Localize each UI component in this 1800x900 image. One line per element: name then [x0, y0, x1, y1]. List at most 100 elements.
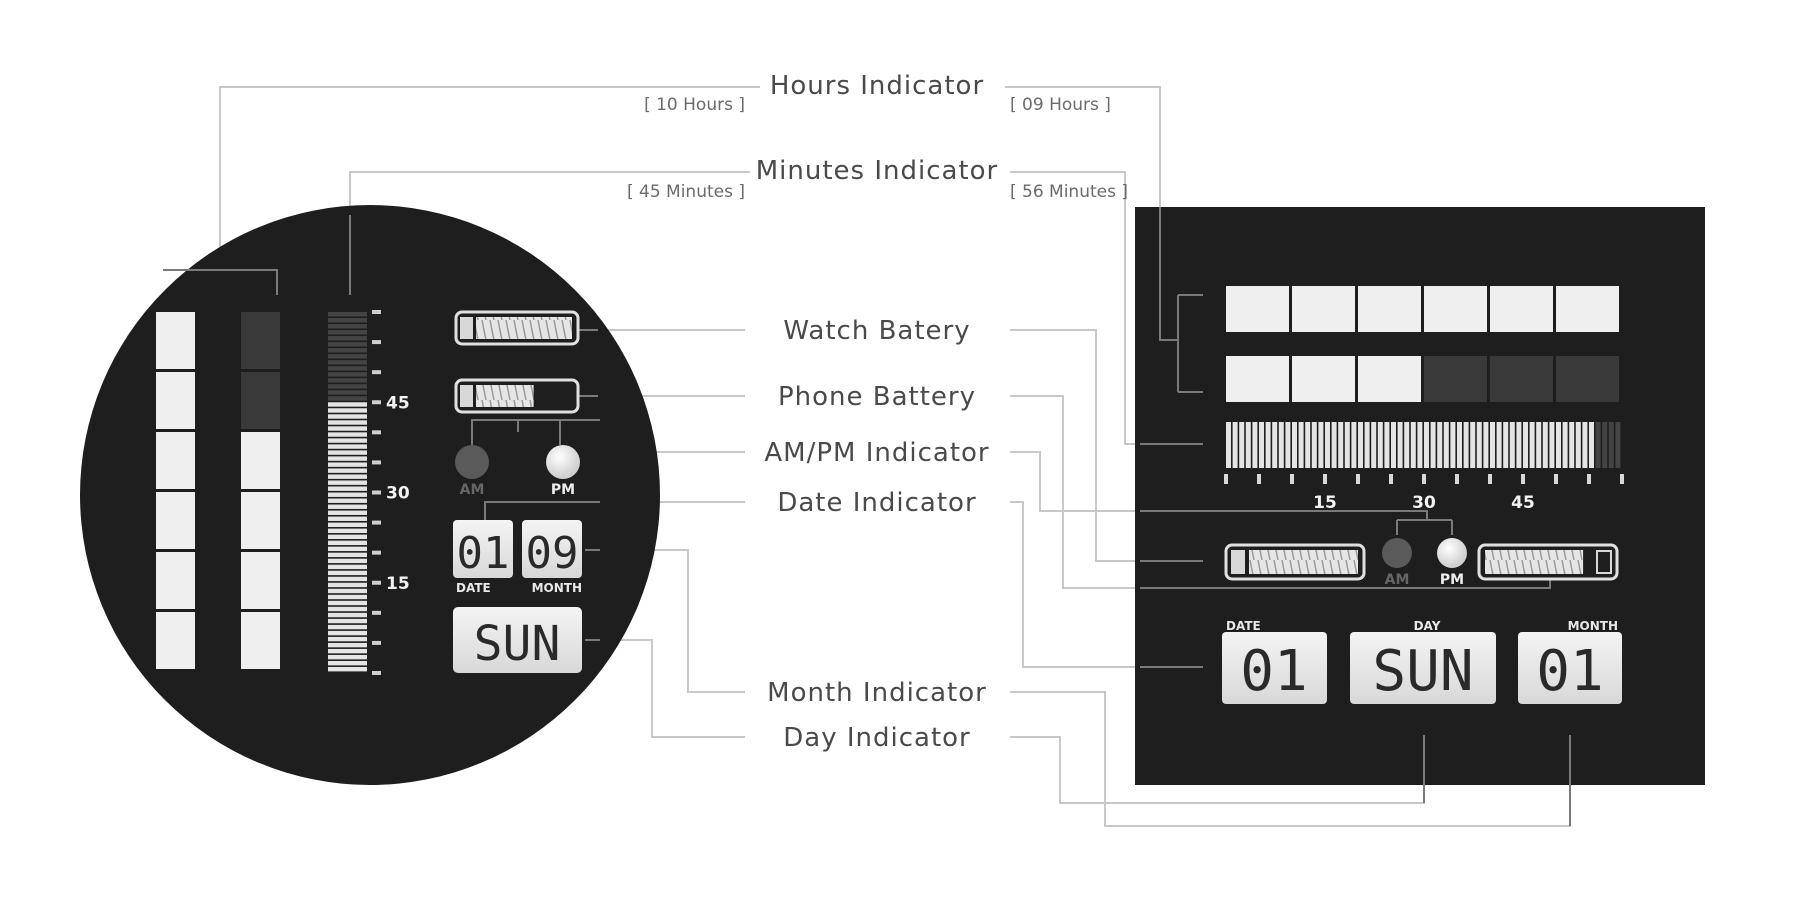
square-hour-cell	[1292, 286, 1355, 332]
round-phone-battery	[454, 378, 580, 414]
round-minute-tick-label: 45	[386, 393, 410, 413]
square-hour-cell	[1358, 286, 1421, 332]
round-minute-segment	[328, 336, 367, 341]
round-minute-segment	[328, 384, 367, 389]
round-month-value: 09	[526, 528, 579, 579]
square-minute-segment	[1226, 422, 1231, 468]
square-minute-tick	[1389, 474, 1393, 484]
round-watch-battery-level	[476, 317, 572, 339]
square-minute-segment	[1278, 422, 1284, 468]
square-month-value: 01	[1536, 639, 1603, 704]
round-hours-note: [ 10 Hours ]	[644, 95, 745, 115]
square-minute-segment	[1523, 422, 1528, 468]
round-minute-segment	[328, 606, 367, 612]
square-minute-segment	[1562, 422, 1568, 468]
round-minute-segment	[328, 414, 367, 419]
square-minute-segment	[1536, 422, 1542, 468]
square-minute-segment	[1575, 422, 1581, 468]
round-minute-segment	[328, 636, 367, 642]
round-minute-tick-label: 15	[386, 574, 410, 594]
square-minute-segment	[1311, 422, 1317, 468]
square-minute-segment	[1252, 422, 1258, 468]
square-minute-segment	[1245, 422, 1251, 468]
square-minute-segment	[1259, 422, 1264, 468]
square-minute-segment	[1457, 422, 1462, 468]
square-minute-segment	[1338, 422, 1344, 468]
square-minute-segment	[1549, 422, 1555, 468]
square-month-display	[1518, 632, 1622, 704]
round-hour-cell	[156, 612, 195, 669]
square-minute-tick-label: 45	[1511, 493, 1535, 513]
label-ampm: AM/PM Indicator	[764, 438, 989, 468]
square-day-month-pointers	[1423, 735, 1571, 826]
round-minute-segment	[328, 474, 367, 479]
square-hour-cell	[1556, 286, 1619, 332]
round-minute-segment	[328, 534, 367, 540]
round-minute-tick	[372, 490, 381, 495]
phone-icon	[460, 385, 473, 407]
round-month-caption: MONTH	[532, 581, 582, 595]
square-minute-segment	[1582, 422, 1588, 468]
square-minute-tick	[1554, 474, 1558, 484]
square-minute-segment	[1424, 422, 1429, 468]
square-minute-tick	[1356, 474, 1360, 484]
round-minute-segment	[328, 432, 367, 437]
round-minute-segment	[328, 522, 367, 527]
square-minute-segment	[1470, 422, 1476, 468]
round-ampm-bracket	[471, 419, 600, 445]
label-watch-battery: Watch Batery	[783, 316, 970, 346]
round-hour-cell	[241, 552, 280, 609]
round-minute-tick	[372, 460, 381, 465]
round-minute-segment	[328, 426, 367, 431]
label-minutes: Minutes Indicator	[756, 156, 999, 186]
round-hours-bracket	[163, 269, 278, 295]
square-minutes-indicator	[1226, 422, 1621, 468]
round-minute-segment	[328, 360, 367, 365]
round-minute-tick	[372, 550, 381, 555]
round-day-display	[453, 607, 582, 673]
round-minute-tick	[372, 370, 381, 375]
round-minute-tick-label: 30	[386, 484, 410, 504]
round-minute-segment	[328, 396, 367, 401]
round-minute-segment	[328, 468, 367, 473]
square-minute-tick	[1323, 474, 1327, 484]
round-minute-segment	[328, 564, 367, 570]
square-hour-cell	[1424, 286, 1487, 332]
square-minute-segment	[1595, 422, 1601, 468]
square-watch-battery	[1224, 543, 1366, 581]
square-minute-segment	[1483, 422, 1489, 468]
day-connector-left	[600, 639, 745, 738]
round-minute-segment	[328, 408, 367, 413]
round-month-display	[522, 520, 582, 578]
square-minute-segment	[1325, 422, 1330, 468]
square-minute-segment	[1351, 422, 1357, 468]
square-day-caption: DAY	[1414, 619, 1441, 633]
square-day-value: SUN	[1372, 639, 1473, 704]
round-minute-segment	[328, 402, 367, 407]
square-hour-cell	[1490, 356, 1553, 402]
round-minute-tick	[372, 610, 381, 615]
round-minute-segment	[328, 546, 367, 552]
label-hours: Hours Indicator	[770, 71, 984, 101]
square-pm-label: PM	[1440, 572, 1464, 588]
round-minute-segment	[328, 330, 367, 335]
square-minute-segment	[1602, 422, 1608, 468]
round-minute-segment	[328, 492, 367, 497]
round-minute-segment	[328, 594, 367, 600]
square-minute-segment	[1344, 422, 1350, 468]
round-minute-tick	[372, 671, 381, 675]
round-minute-segment	[328, 570, 367, 576]
square-minute-segment	[1542, 422, 1548, 468]
square-minute-segment	[1331, 422, 1337, 468]
square-minute-segment	[1298, 422, 1304, 468]
round-minute-segment	[328, 324, 367, 329]
square-minute-tick	[1422, 474, 1426, 484]
square-hour-cell	[1226, 286, 1289, 332]
round-minute-segment	[328, 504, 367, 509]
square-minute-segment	[1450, 422, 1456, 468]
square-hour-cell	[1226, 356, 1289, 402]
round-phone-battery-level	[476, 385, 534, 407]
square-hour-cell	[1490, 286, 1553, 332]
